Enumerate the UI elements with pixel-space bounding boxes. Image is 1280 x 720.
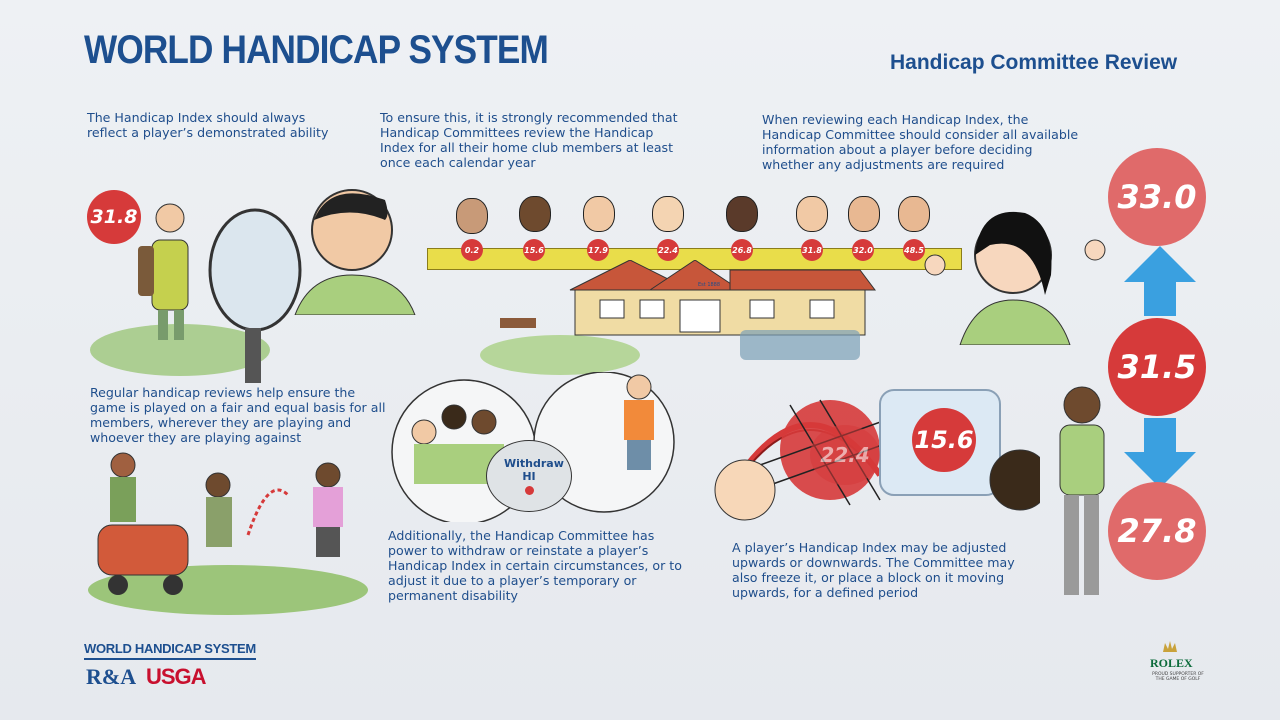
woman-pointing: [924, 211, 1106, 345]
player-face: [898, 196, 930, 232]
ruler-index-tag: 22.4: [657, 239, 679, 261]
player-face: [583, 196, 615, 232]
blocked-index-bubble: 22.4: [810, 425, 880, 485]
mirror-index-bubble: 31.8: [87, 190, 141, 244]
text-fair-basis: Regular handicap reviews help ensure the…: [90, 385, 386, 445]
ruler-index-tag: 15.6: [523, 239, 545, 261]
clubhouse-illustration: [480, 260, 876, 375]
player-face: [652, 196, 684, 232]
text-demonstrated-ability: The Handicap Index should always reflect…: [87, 110, 329, 140]
club-sign: Est 1888: [698, 282, 721, 288]
withdraw-button: Withdraw HI: [486, 440, 572, 512]
mirror-illustration: [90, 203, 302, 383]
usga-logo: USGA: [146, 664, 207, 689]
arrow-up-icon: [1124, 246, 1196, 316]
rolex-tagline: PROUD SUPPORTER OF THE GAME OF GOLF: [1152, 672, 1204, 682]
rolex-logo: ROLEX: [1150, 656, 1193, 670]
ruler-index-tag: 17.9: [587, 239, 609, 261]
text-consider-information: When reviewing each Handicap Index, the …: [762, 112, 1079, 172]
text-annual-review: To ensure this, it is strongly recommend…: [380, 110, 678, 170]
frozen-index-bubble: 15.6: [912, 408, 976, 472]
adjusted-down-bubble: 27.8: [1108, 482, 1206, 580]
player-face: [519, 196, 551, 232]
ruler-index-tag: 48.5: [903, 239, 925, 261]
man-thinking: [1059, 386, 1105, 595]
player-face: [848, 196, 880, 232]
red-button-dot: [524, 486, 534, 495]
text-withdraw-reinstate: Additionally, the Handicap Committee has…: [388, 528, 682, 603]
ruler-index-tag: 31.8: [801, 239, 823, 261]
whs-footer-logo: WORLD HANDICAP SYSTEM: [84, 641, 256, 660]
ra-logo: R&A: [86, 664, 137, 689]
current-index-bubble: 31.5: [1108, 318, 1206, 416]
adjusted-up-bubble: 33.0: [1108, 148, 1206, 246]
player-face: [796, 196, 828, 232]
ruler-index-tag: 32.0: [852, 239, 874, 261]
player-face: [456, 198, 488, 234]
withdraw-label: Withdraw HI: [504, 457, 564, 483]
rolex-crown-icon: [1163, 641, 1177, 652]
player-face: [726, 196, 758, 232]
page-title: WORLD HANDICAP SYSTEM: [84, 28, 549, 72]
arrow-down-icon: [1124, 418, 1196, 488]
page-subtitle: Handicap Committee Review: [890, 51, 1178, 74]
man-holding-ruler: [294, 189, 416, 315]
ruler-index-tag: 26.8: [731, 239, 753, 261]
players-illustration: [88, 452, 368, 615]
text-adjust-freeze: A player’s Handicap Index may be adjuste…: [732, 540, 1015, 600]
ruler-index-tag: 0.2: [461, 239, 483, 261]
